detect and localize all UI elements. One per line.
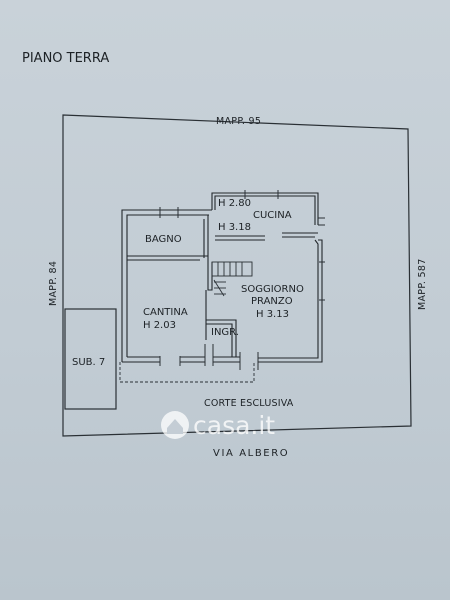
cantina-label: CANTINA bbox=[143, 307, 188, 318]
staircase bbox=[211, 261, 253, 297]
soggiorno-label: SOGGIORNO bbox=[241, 284, 304, 295]
watermark-text: casa.it bbox=[193, 411, 275, 440]
cantina-height: H 2.03 bbox=[143, 320, 176, 331]
street-label: VIA ALBERO bbox=[213, 448, 289, 459]
cucina-label: CUCINA bbox=[253, 210, 292, 221]
mapp-right-label: MAPP. 587 bbox=[417, 258, 428, 310]
cucina-height-1: H 2.80 bbox=[218, 198, 251, 209]
watermark: casa.it bbox=[161, 411, 275, 440]
ingresso-label: INGR. bbox=[211, 327, 239, 338]
soggiorno-height: H 3.13 bbox=[256, 309, 289, 320]
bagno-label: BAGNO bbox=[145, 234, 182, 245]
lot-boundary bbox=[62, 114, 412, 437]
yard-label: CORTE ESCLUSIVA bbox=[204, 398, 294, 409]
house-walls bbox=[121, 192, 323, 363]
porch-outline bbox=[119, 362, 255, 383]
mapp-left-label: MAPP. 84 bbox=[48, 261, 59, 306]
cucina-height-2: H 3.18 bbox=[218, 222, 251, 233]
plan-title: PIANO TERRA bbox=[22, 51, 109, 66]
mapp-top-label: MAPP. 95 bbox=[216, 116, 261, 127]
neighbor-unit bbox=[64, 308, 117, 410]
neighbor-unit-label: SUB. 7 bbox=[72, 357, 105, 368]
openings bbox=[159, 190, 325, 370]
pranzo-label: PRANZO bbox=[251, 296, 293, 307]
house-icon bbox=[161, 411, 189, 439]
